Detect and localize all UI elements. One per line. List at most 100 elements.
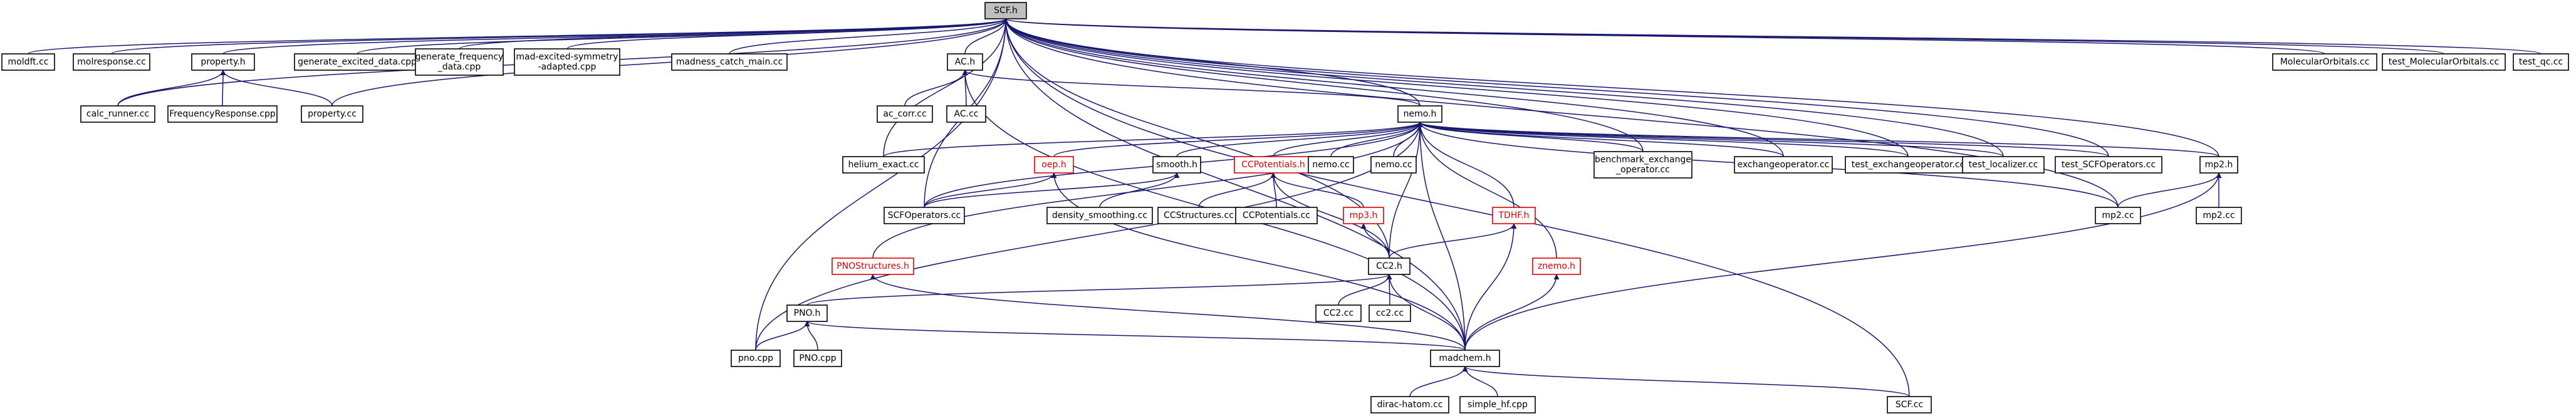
node-test-scfoperators-cc[interactable]: test_SCFOperators.cc — [2055, 156, 2162, 174]
node-property-h[interactable]: property.h — [191, 53, 255, 71]
node-moldft-cc[interactable]: moldft.cc — [1, 53, 55, 71]
node-mp2-cc-2[interactable]: mp2.cc — [2196, 207, 2242, 224]
node-ccstructures-cc[interactable]: CCStructures.cc — [1157, 207, 1240, 224]
node-test-qc-cc[interactable]: test_qc.cc — [2513, 53, 2569, 71]
node-box — [2513, 53, 2569, 71]
node-label: oep.h — [1041, 160, 1066, 170]
node-box — [514, 48, 620, 76]
node-nemo-h[interactable]: nemo.h — [1397, 105, 1442, 123]
node-ac-corr-cc[interactable]: ac_corr.cc — [877, 105, 933, 123]
node-label: _data.cpp — [437, 62, 481, 72]
edge-ccstructures_cc-to-ccpotentials_h — [1198, 172, 1276, 208]
edge-frequencyresponse_cpp-to-property_h — [220, 70, 226, 107]
edge-scfoperators_cc-to-oep_h — [924, 172, 1057, 208]
edge-property_cc-to-scf_h — [331, 18, 1009, 107]
node-label: TDHF.h — [1498, 211, 1530, 221]
edge-test_scfoperators_cc-to-scf_h — [1003, 18, 2109, 157]
node-box — [2196, 207, 2242, 224]
edge-mad_excited_symmetry_adapted_cpp-to-scf_h — [566, 18, 1009, 49]
edge-smooth_h-to-nemo_h — [1176, 122, 1423, 157]
node-tdhf-h[interactable]: TDHF.h — [1492, 207, 1536, 224]
node-cc2-cc-1[interactable]: CC2.cc — [1315, 304, 1362, 322]
node-calc-runner-cc[interactable]: calc_runner.cc — [80, 105, 155, 123]
node-box — [671, 53, 788, 71]
node-mp3-h[interactable]: mp3.h — [1343, 207, 1384, 224]
node-test-molecularorbitals-cc[interactable]: test_MolecularOrbitals.cc — [2382, 53, 2506, 71]
node-box — [294, 53, 420, 71]
node-label: _operator.cc — [1615, 165, 1670, 175]
edge-test_qc_cc-to-scf_h — [1003, 18, 2542, 55]
edge-density_smoothing_cc-to-smooth_h — [1099, 172, 1180, 208]
node-label: PNOStructures.h — [837, 261, 909, 271]
node-nemo-cc-1[interactable]: nemo.cc — [1308, 156, 1354, 174]
node-madchem-h[interactable]: madchem.h — [1430, 350, 1500, 367]
node-molecularorbitals-cc[interactable]: MolecularOrbitals.cc — [2272, 53, 2377, 71]
node-exchangeoperator-cc[interactable]: exchangeoperator.cc — [1734, 156, 1833, 174]
edge-exchangeoperator_cc-to-nemo_h — [1417, 122, 1784, 157]
node-label: mp2.cc — [2102, 211, 2134, 221]
node-ccpotentials-cc[interactable]: CCPotentials.cc — [1235, 207, 1318, 224]
node-pno-h[interactable]: PNO.h — [786, 304, 828, 322]
node-box — [877, 105, 933, 123]
node-property-cc[interactable]: property.cc — [301, 105, 363, 123]
node-box — [2095, 207, 2141, 224]
node-test-exchangeoperator-cc[interactable]: test_exchangeoperator.cc — [1845, 156, 1971, 174]
node-label: madness_catch_main.cc — [676, 57, 783, 67]
node-ac-h[interactable]: AC.h — [947, 53, 983, 71]
node-pnostructures-h[interactable]: PNOStructures.h — [832, 257, 914, 275]
node-box — [2055, 156, 2162, 174]
node-pno-cpp-2[interactable]: PNO.cpp — [793, 350, 842, 367]
node-scf-h[interactable]: SCF.h — [984, 2, 1027, 19]
node-label: mad-excited-symmetry — [516, 52, 618, 62]
node-scfoperators-cc[interactable]: SCFOperators.cc — [884, 207, 965, 224]
node-mp2-h[interactable]: mp2.h — [2199, 156, 2238, 174]
edge-oep_h-to-nemo_h — [1053, 122, 1423, 157]
node-label: calc_runner.cc — [86, 109, 149, 119]
node-box — [947, 53, 983, 71]
node-generate-excited-data-cpp[interactable]: generate_excited_data.cpp — [294, 53, 420, 71]
node-smooth-h[interactable]: smooth.h — [1152, 156, 1201, 174]
edge-generate_frequency_data_cpp-to-scf_h — [459, 18, 1009, 49]
node-madness-catch-main-cc[interactable]: madness_catch_main.cc — [671, 53, 788, 71]
node-ac-cc[interactable]: AC.cc — [946, 105, 986, 123]
node-box — [1235, 207, 1318, 224]
node-cc2-cc-2[interactable]: cc2.cc — [1369, 304, 1411, 322]
node-mp2-cc-1[interactable]: mp2.cc — [2095, 207, 2141, 224]
node-molresponse-cc[interactable]: molresponse.cc — [73, 53, 150, 71]
node-ccpotentials-h[interactable]: CCPotentials.h — [1234, 156, 1313, 174]
node-dirac-hatom-cc[interactable]: dirac-hatom.cc — [1370, 396, 1449, 413]
node-label: SCFOperators.cc — [888, 211, 961, 221]
node-benchmark-exchange-operator-cc[interactable]: benchmark_exchange_operator.cc — [1593, 151, 1692, 179]
node-density-smoothing-cc[interactable]: density_smoothing.cc — [1046, 207, 1153, 224]
node-box — [1343, 207, 1384, 224]
dependency-edges — [28, 18, 2542, 397]
node-box — [1046, 207, 1153, 224]
edge-molecularorbitals_cc-to-scf_h — [1003, 18, 2325, 55]
node-mad-excited-symmetry-adapted-cpp[interactable]: mad-excited-symmetry-adapted.cpp — [514, 48, 620, 76]
node-oep-h[interactable]: oep.h — [1034, 156, 1074, 174]
node-label: molresponse.cc — [77, 57, 146, 67]
node-nemo-cc-2[interactable]: nemo.cc — [1370, 156, 1417, 174]
node-label: exchangeoperator.cc — [1738, 160, 1830, 170]
node-pno-cpp[interactable]: pno.cpp — [731, 350, 781, 367]
node-znemo-h[interactable]: znemo.h — [1532, 257, 1581, 275]
node-label: mp3.h — [1350, 211, 1378, 221]
node-label: AC.h — [955, 57, 975, 67]
node-label: generate_frequency — [415, 52, 504, 62]
node-cc2-h[interactable]: CC2.h — [1368, 257, 1411, 275]
node-label: CCPotentials.cc — [1243, 211, 1310, 221]
node-label: SCF.cc — [1895, 400, 1923, 410]
node-test-localizer-cc[interactable]: test_localizer.cc — [1962, 156, 2045, 174]
node-generate-frequency-data-cpp[interactable]: generate_frequency_data.cpp — [415, 48, 504, 76]
node-simple-hf-cpp[interactable]: simple_hf.cpp — [1459, 396, 1536, 413]
edge-helium_exact_cc-to-nemo_h — [883, 122, 1423, 157]
edge-madchem_h-to-mp2_h — [1464, 172, 2222, 351]
node-frequencyresponse-cpp[interactable]: FrequencyResponse.cpp — [167, 105, 278, 123]
node-label: znemo.h — [1538, 261, 1575, 271]
edge-pno_cpp_2-to-pno_h — [804, 321, 818, 351]
node-box — [1532, 257, 1581, 275]
edge-calc_runner_cc-to-property_h — [117, 70, 226, 107]
node-scf-cc[interactable]: SCF.cc — [1887, 396, 1932, 413]
node-helium-exact-cc[interactable]: helium_exact.cc — [842, 156, 925, 174]
